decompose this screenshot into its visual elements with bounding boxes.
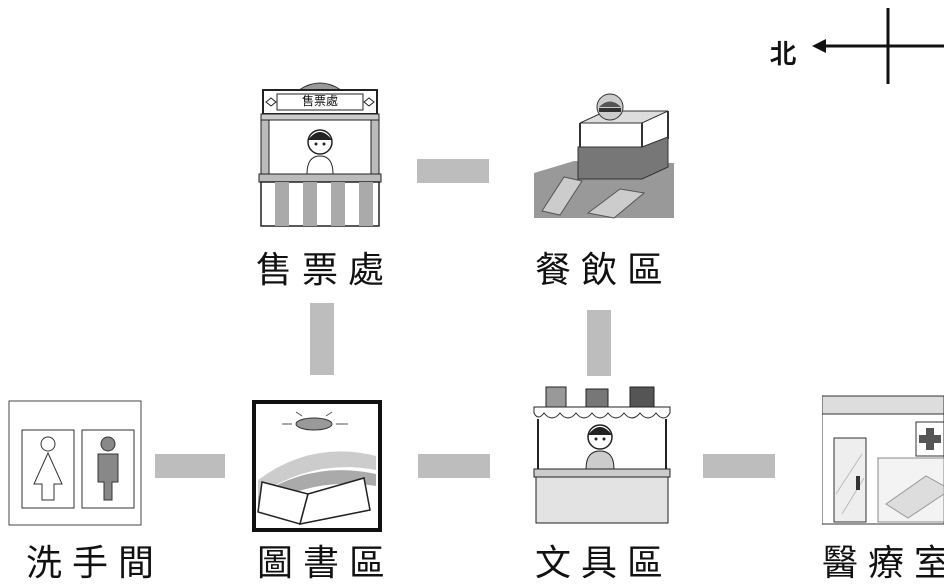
restroom-label: 洗手間 — [26, 543, 165, 584]
connector-library-stationery — [418, 454, 490, 478]
restroom-icon — [8, 400, 142, 526]
clinic-label: 醫療室 — [822, 543, 944, 584]
food-area-label: 餐飲區 — [535, 250, 674, 291]
north-arrow-icon — [812, 8, 944, 84]
connector-food-stationery — [587, 310, 611, 376]
north-label: 北 — [770, 40, 797, 70]
library-label: 圖書區 — [257, 543, 396, 584]
connector-restroom-library — [155, 454, 225, 478]
connector-ticket-library — [310, 303, 334, 375]
ticket-booth-icon — [258, 82, 382, 227]
clinic-icon — [822, 395, 944, 525]
ticket-booth-sign: 售票處 — [301, 94, 338, 108]
library-icon — [252, 400, 382, 532]
ticket-booth-label: 售票處 — [256, 250, 395, 291]
food-stall-icon — [534, 93, 674, 219]
connector-stationery-clinic — [703, 454, 775, 478]
stationery-stall-icon — [533, 386, 671, 524]
stationery-label: 文具區 — [535, 543, 674, 584]
connector-ticket-food — [417, 159, 489, 183]
